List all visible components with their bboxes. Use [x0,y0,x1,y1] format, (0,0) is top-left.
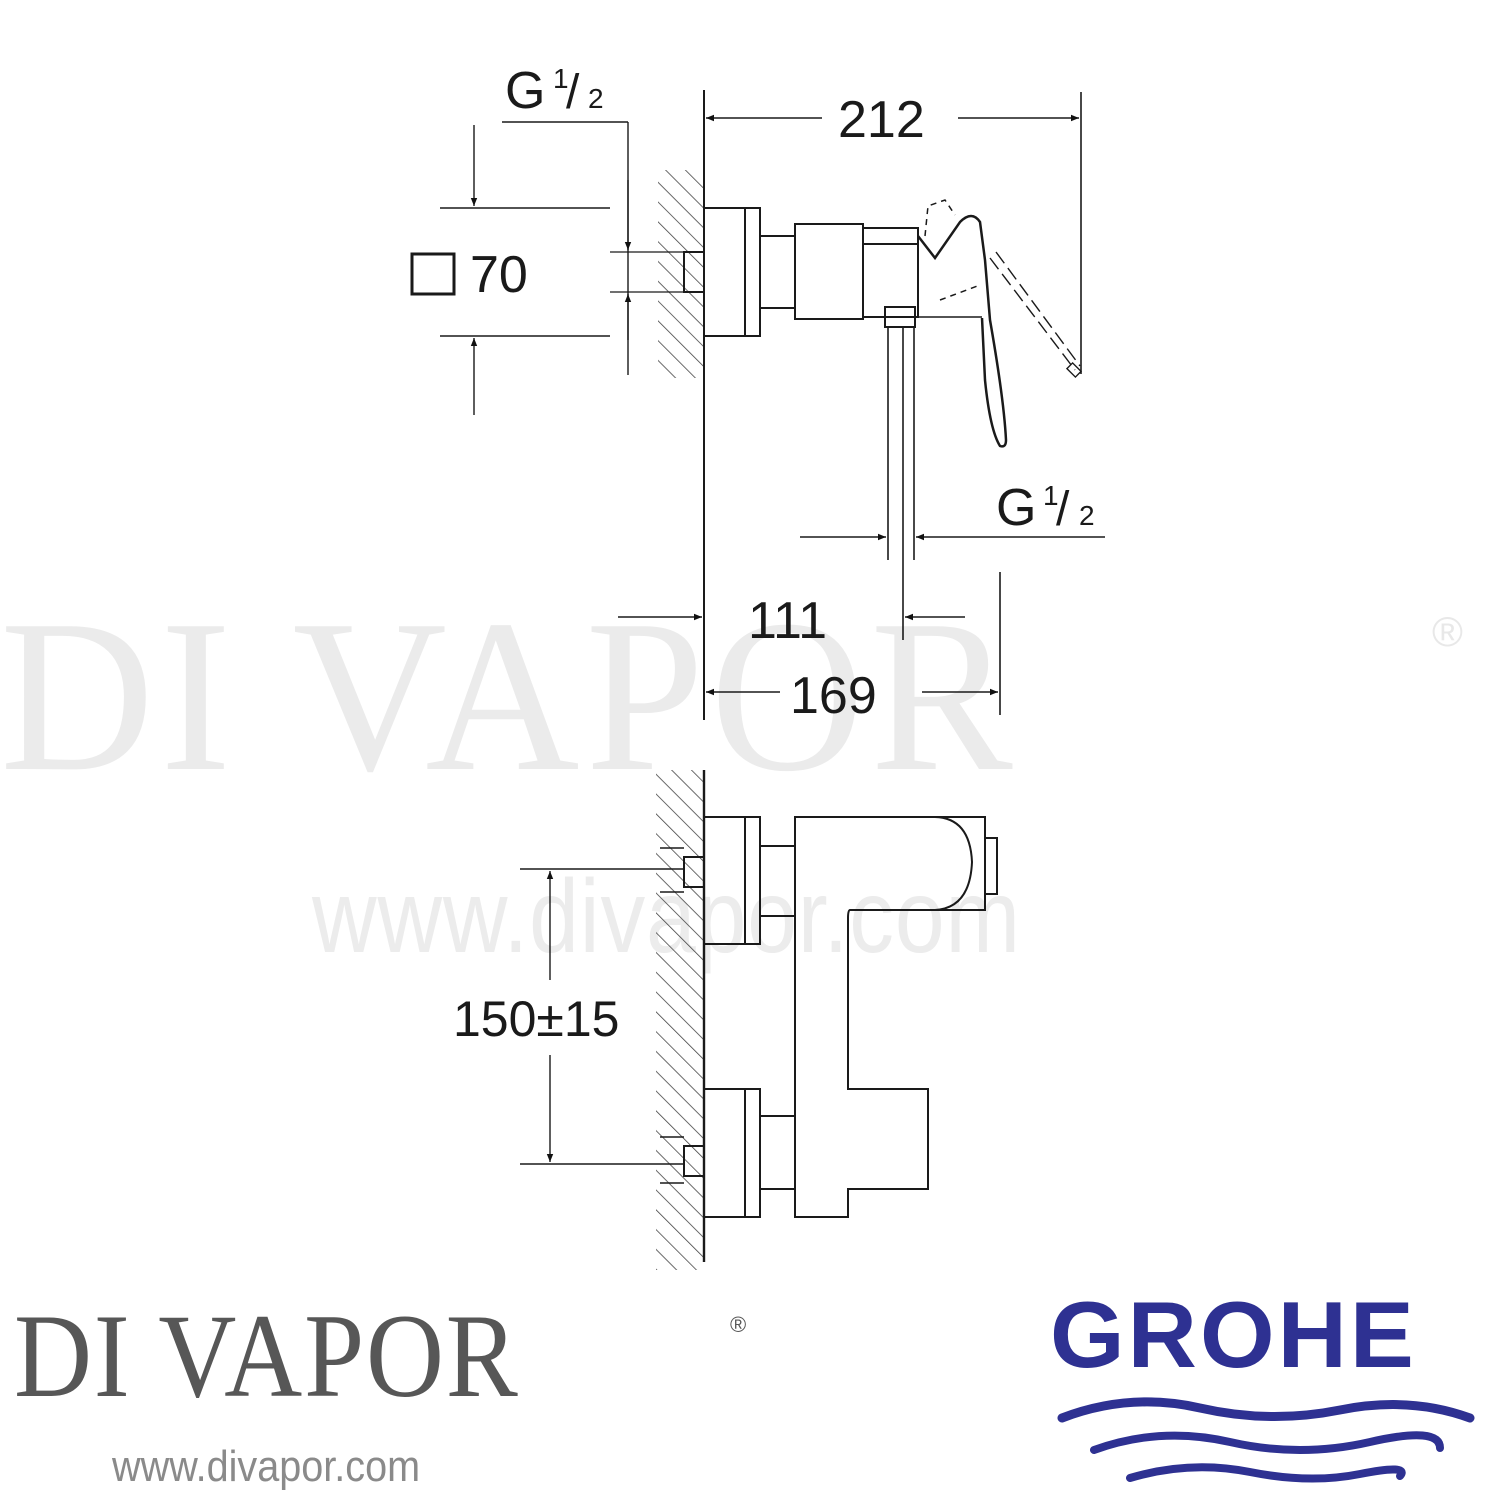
svg-text:1: 1 [1043,480,1059,511]
inlet-nipple [683,251,705,293]
square-symbol-icon [410,252,456,296]
watermark-brand: DI VAPOR [0,576,1019,817]
svg-text:1: 1 [553,63,569,94]
wall-hatch-front [656,770,704,1270]
lever-handle [917,214,1008,448]
overall-depth-label: 212 [838,91,925,149]
side-view [410,90,1105,720]
svg-text:2: 2 [1079,500,1095,531]
body-depth-label: 169 [790,667,877,725]
handle-swing-dashed [989,251,1081,371]
divapor-logo: DI VAPOR [14,1289,520,1422]
square-size-label: 70 [470,246,528,304]
divapor-url: www.divapor.com [112,1442,421,1491]
front-view [520,770,998,1270]
wall-hatch [658,170,704,378]
grohe-waves-icon [1057,1397,1475,1483]
divapor-registered-mark: ® [730,1312,747,1337]
grohe-logo: GROHE [1050,1282,1417,1387]
flange [703,207,761,337]
svg-text:/: / [566,66,580,119]
svg-text:2: 2 [588,83,604,114]
svg-text:/: / [1056,483,1070,536]
outlet-stub [884,306,916,328]
mixer-body-front [794,816,986,1218]
outlet-thread-label: G [996,479,1036,537]
mixer-body [794,223,864,320]
outlet-offset-label: 111 [748,592,827,650]
watermark-registered-mark: ® [1432,608,1463,655]
top-thread-label: G [505,62,545,120]
inlet-spacing-label: 150±15 [453,991,619,1047]
